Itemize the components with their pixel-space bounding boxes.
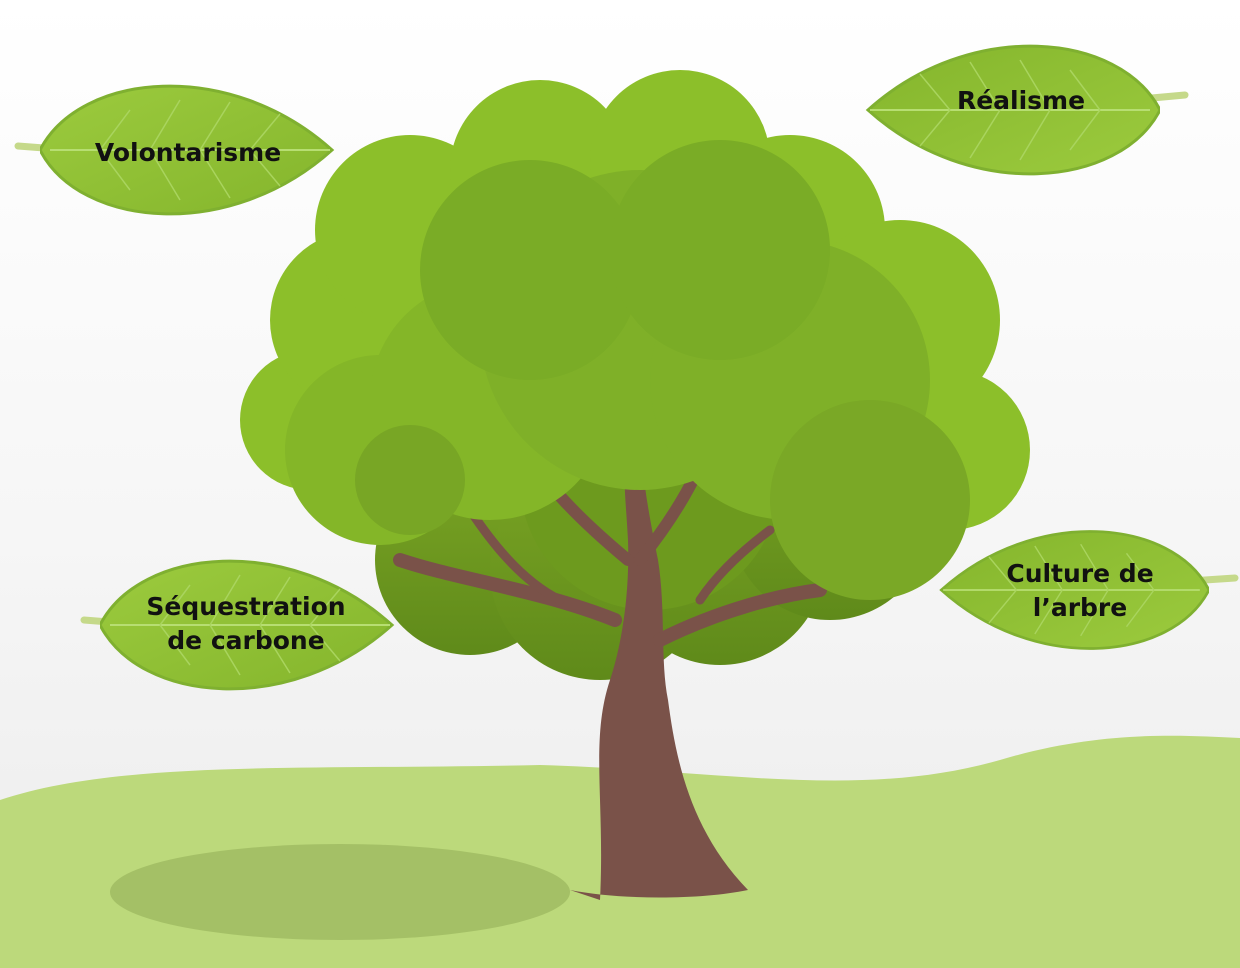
leaf-volontarisme	[14, 84, 334, 216]
label-sequestration-line2: de carbone	[167, 626, 325, 655]
label-sequestration-line1: Séquestration	[146, 592, 346, 621]
label-realisme: Réalisme	[957, 84, 1085, 118]
label-culture-line2: l’arbre	[1032, 593, 1128, 622]
leaf-realisme	[866, 44, 1189, 176]
leaf-culture	[939, 529, 1239, 651]
label-culture-line1: Culture de	[1006, 559, 1154, 588]
canopy-front	[240, 70, 1030, 600]
tree-shadow	[110, 844, 570, 940]
label-volontarisme-text: Volontarisme	[94, 138, 282, 167]
leaf-sequestration	[80, 559, 394, 691]
label-culture: Culture de l’arbre	[1006, 557, 1153, 625]
label-realisme-text: Réalisme	[956, 86, 1086, 115]
label-sequestration: Séquestration de carbone	[146, 590, 345, 658]
tree-trunk	[393, 420, 827, 900]
label-volontarisme: Volontarisme	[95, 136, 281, 170]
